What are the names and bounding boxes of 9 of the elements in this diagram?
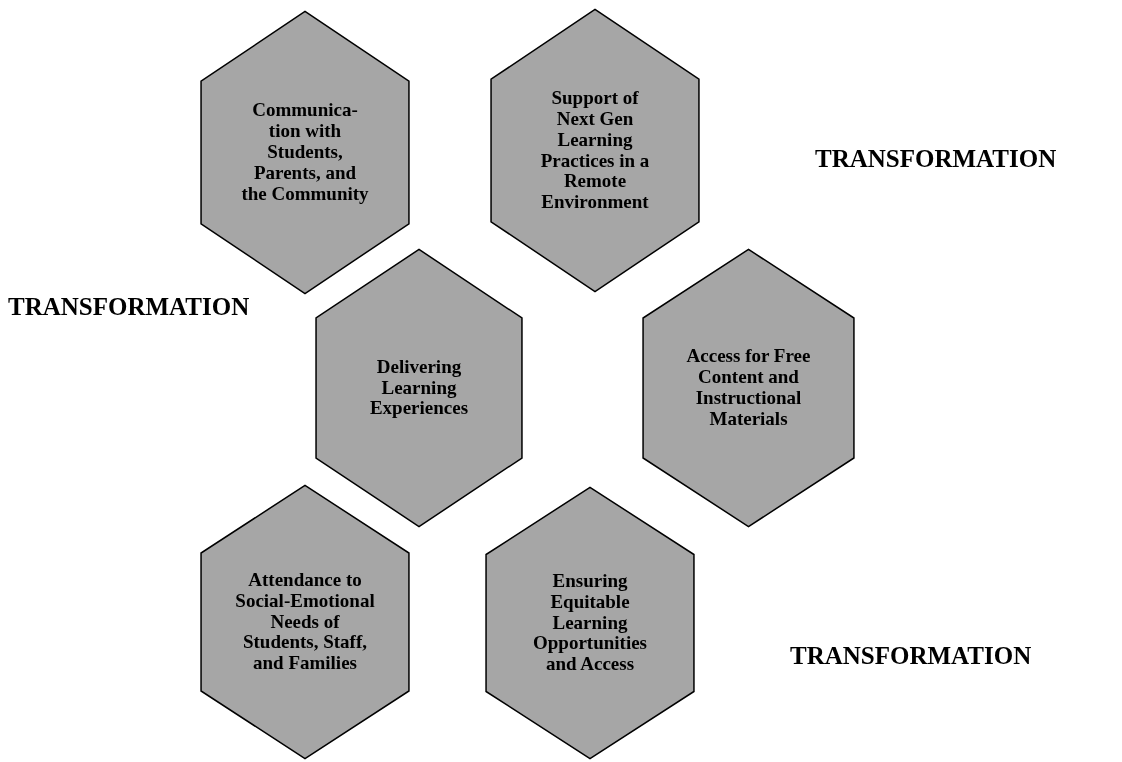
hexagon-label: Support of Next Gen Learning Practices in a Remote Environment — [539, 87, 651, 214]
hexagon-label: Attendance to Social-Emotional Needs of Students, Staff, and Families — [234, 569, 376, 675]
side-heading: TRANSFORMATION — [8, 292, 250, 322]
hexagon-label: Ensuring Equitable Learning Opportunities and Access — [532, 570, 648, 676]
hexagon-label: Communica-tion with Students, Parents, and the Community — [240, 100, 370, 205]
side-heading: TRANSFORMATION — [790, 641, 1032, 671]
side-heading: TRANSFORMATION — [815, 144, 1057, 174]
hexagon-label: Delivering Learning Experiences — [368, 356, 470, 420]
hexagon-label: Access for Free Content and Instructional Materials — [685, 346, 812, 430]
